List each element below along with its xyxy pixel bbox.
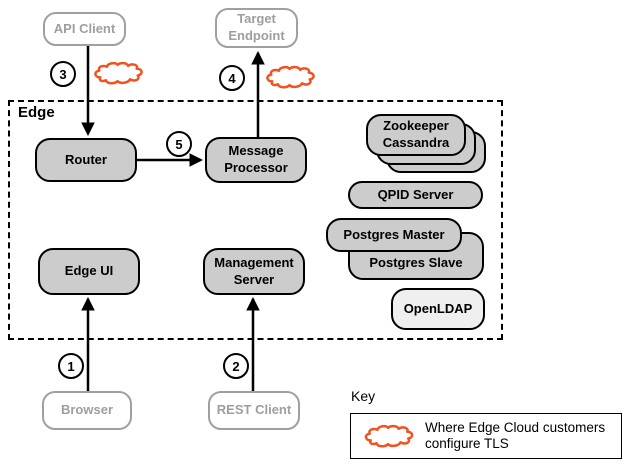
node-target-endpoint: Target Endpoint [215, 8, 298, 48]
tls-cloud-icon [364, 424, 414, 447]
edge-region-boundary: Edge [8, 100, 503, 340]
step-marker-4: 4 [219, 65, 245, 91]
node-browser: Browser [42, 391, 132, 430]
node-api-client: API Client [43, 12, 126, 46]
node-api-client-label: API Client [53, 20, 116, 36]
node-management-server: Management Server [203, 248, 305, 295]
node-postgres-slave-label: Postgres Slave [369, 255, 463, 271]
key-title: Key [351, 388, 376, 404]
step-marker-4-label: 4 [228, 70, 236, 86]
node-browser-label: Browser [60, 402, 114, 418]
step-marker-3: 3 [50, 61, 76, 87]
node-openldap: OpenLDAP [391, 288, 485, 330]
node-message-processor-label: Message Processor [224, 143, 288, 175]
step-marker-5-label: 5 [175, 136, 183, 152]
node-message-processor: Message Processor [205, 137, 307, 183]
step-marker-2: 2 [223, 353, 249, 379]
tls-cloud-icon [266, 65, 315, 89]
step-marker-1: 1 [58, 353, 84, 379]
node-zookeeper-cassandra: Zookeeper Cassandra [366, 114, 466, 156]
node-edge-ui-label: Edge UI [64, 263, 114, 279]
key-legend-box: Where Edge Cloud customers configure TLS [350, 413, 622, 459]
node-edge-ui: Edge UI [38, 248, 140, 295]
tls-cloud-icon [94, 61, 143, 85]
step-marker-2-label: 2 [232, 358, 240, 374]
key-entry-text: Where Edge Cloud customers configure TLS [425, 420, 606, 451]
node-rest-client: REST Client [208, 391, 300, 430]
node-qpid-server-label: QPID Server [377, 186, 454, 202]
step-marker-5: 5 [166, 131, 192, 157]
node-router-label: Router [65, 151, 107, 167]
node-rest-client-label: REST Client [216, 402, 292, 418]
node-openldap-label: OpenLDAP [403, 300, 473, 316]
node-postgres-master-label: Postgres Master [343, 226, 445, 242]
node-postgres-master: Postgres Master [326, 218, 462, 252]
node-target-endpoint-label: Target Endpoint [228, 11, 285, 43]
node-zookeeper-label: Zookeeper [383, 118, 449, 134]
node-qpid-server: QPID Server [348, 181, 483, 209]
step-marker-1-label: 1 [67, 358, 75, 374]
step-marker-3-label: 3 [59, 66, 67, 82]
node-management-server-label: Management Server [214, 254, 294, 287]
node-router: Router [35, 138, 137, 182]
edge-region-label: Edge [18, 104, 55, 121]
node-cassandra-label: Cassandra [382, 135, 450, 150]
